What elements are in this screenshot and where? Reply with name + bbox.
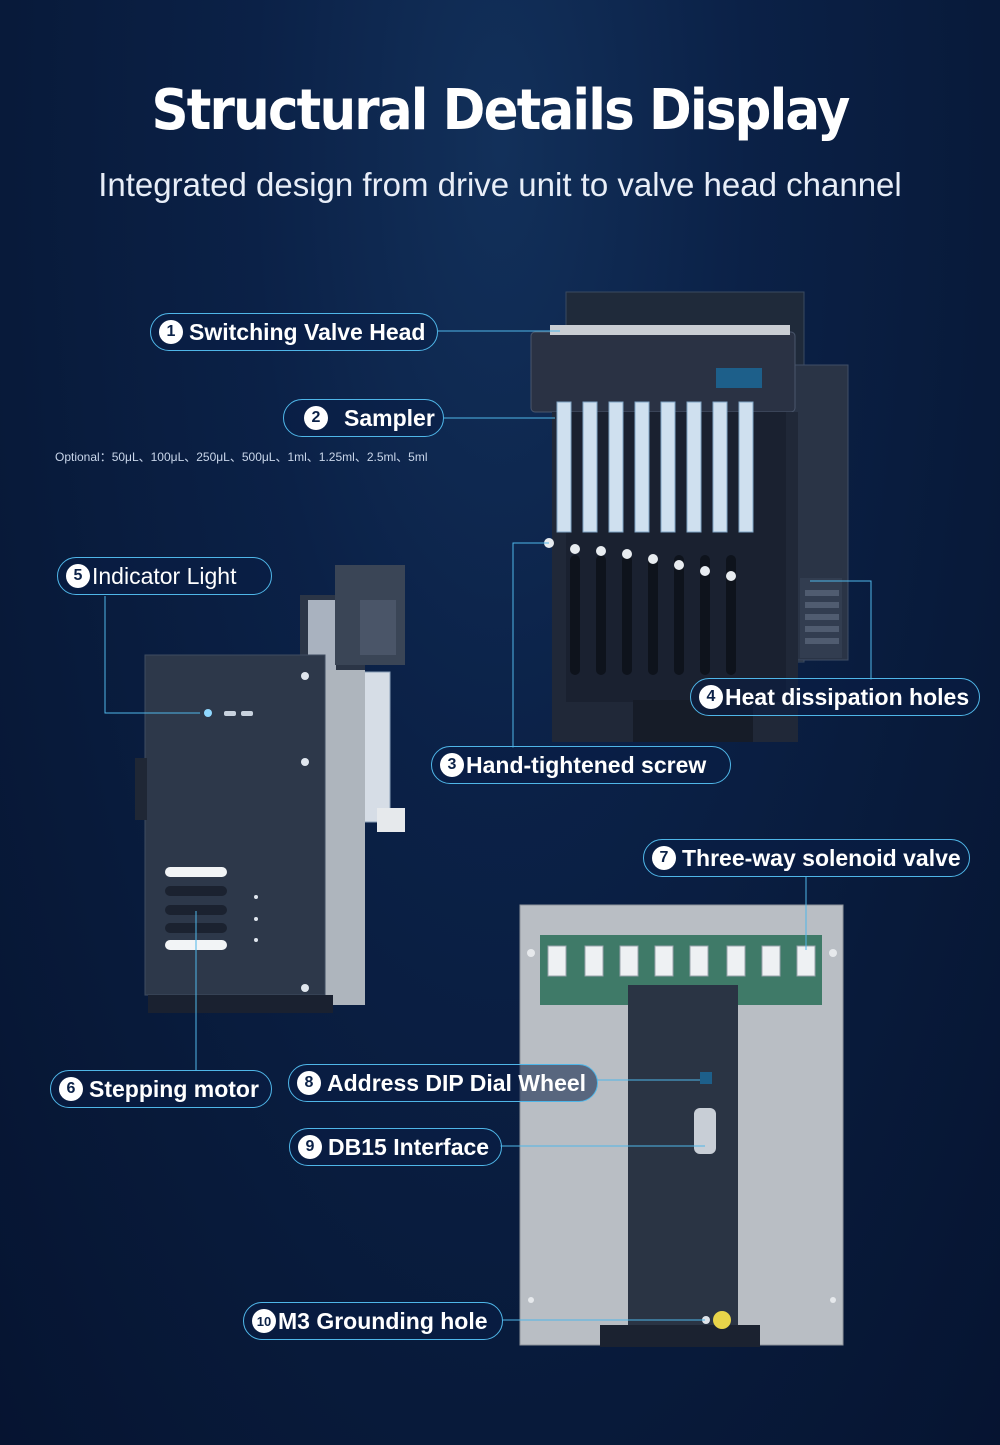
callout-number: 4: [699, 685, 723, 709]
callout-number: 3: [440, 753, 464, 777]
callout-number: 1: [159, 320, 183, 344]
callout-hand-tightened-screw: 3 Hand-tightened screw: [431, 746, 731, 784]
page-title: Structural Details Display: [151, 78, 850, 143]
callout-switching-valve-head: 1 Switching Valve Head: [150, 313, 438, 351]
callout-label: Three-way solenoid valve: [682, 844, 961, 871]
callout-label: Address DIP Dial Wheel: [327, 1069, 587, 1096]
callout-number: 9: [298, 1135, 322, 1159]
callout-label: Heat dissipation holes: [725, 683, 970, 710]
callout-number: 6: [59, 1077, 83, 1101]
syringe-pump-front-view: [530, 291, 849, 742]
callout-number: 5: [66, 564, 90, 588]
callout-sampler: 2 Sampler: [283, 399, 444, 437]
callout-indicator-light: 5 Indicator Light: [57, 557, 272, 595]
callout-label: DB15 Interface: [328, 1133, 490, 1160]
callout-address-dip-dial-wheel: 8 Address DIP Dial Wheel: [288, 1064, 598, 1102]
callout-db15-interface: 9 DB15 Interface: [289, 1128, 502, 1166]
callout-label: Sampler: [344, 404, 435, 431]
callout-number: 10: [252, 1309, 276, 1333]
page-subtitle: Integrated design from drive unit to val…: [98, 166, 902, 203]
callout-heat-dissipation-holes: 4 Heat dissipation holes: [690, 678, 980, 716]
callout-number: 7: [652, 846, 676, 870]
callout-label: Switching Valve Head: [189, 318, 426, 345]
callout-number: 8: [297, 1071, 321, 1095]
callout-stepping-motor: 6 Stepping motor: [50, 1070, 272, 1108]
callout-three-way-solenoid-valve: 7 Three-way solenoid valve: [643, 839, 970, 877]
callout-m3-grounding-hole: 10 M3 Grounding hole: [243, 1302, 503, 1340]
callout-label: M3 Grounding hole: [278, 1307, 488, 1334]
callout-label: Stepping motor: [89, 1075, 259, 1102]
callout-label: Hand-tightened screw: [466, 751, 707, 778]
syringe-pump-back-view: [519, 904, 844, 1347]
leader-lines: [104, 330, 872, 1321]
callout-label: Indicator Light: [92, 562, 237, 589]
syringe-pump-side-view: [135, 565, 405, 1013]
sampler-options-note: Optional：50μL、100μL、250μL、500μL、1ml、1.25…: [55, 450, 428, 464]
callout-number: 2: [304, 406, 328, 430]
